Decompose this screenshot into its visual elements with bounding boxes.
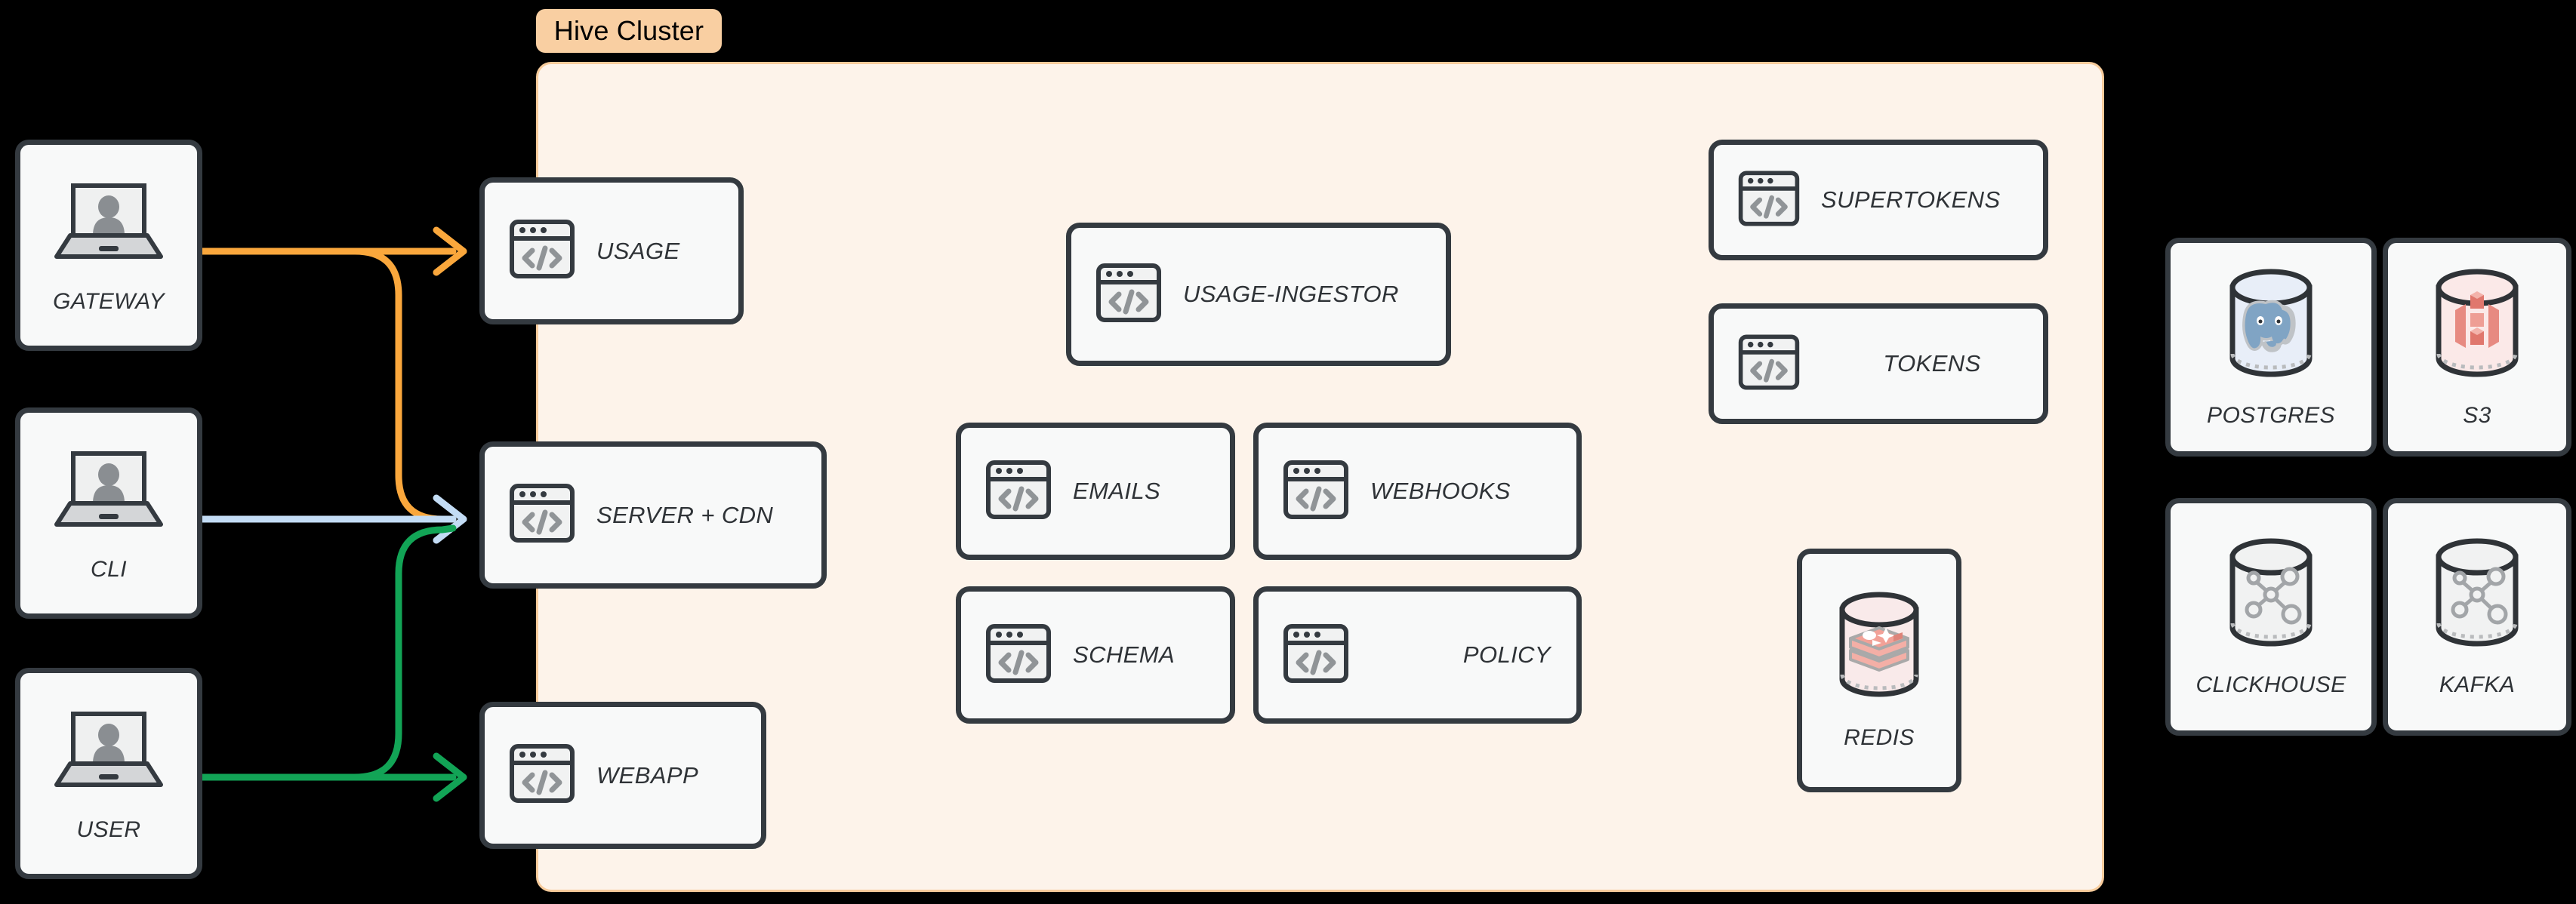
store-node-label: KAFKA — [2439, 672, 2516, 697]
service-node-policy[interactable]: POLICY — [1253, 586, 1582, 724]
code-window-icon — [507, 478, 577, 552]
laptop-user-icon — [52, 177, 165, 271]
postgres-database-icon — [2217, 266, 2325, 385]
laptop-user-icon — [52, 444, 165, 539]
client-node-label: GATEWAY — [53, 288, 165, 314]
service-node-webapp[interactable]: WEBAPP — [479, 702, 766, 849]
service-node-server-cdn[interactable]: SERVER + CDN — [479, 441, 827, 589]
service-node-label: WEBAPP — [596, 761, 699, 789]
client-node-cli[interactable]: CLI — [15, 407, 202, 619]
client-node-user[interactable]: USER — [15, 668, 202, 879]
store-node-postgres[interactable]: POSTGRES — [2165, 238, 2377, 457]
laptop-user-icon — [52, 705, 165, 799]
client-node-label: CLI — [91, 556, 127, 582]
arrowhead-user-webapp — [433, 752, 467, 802]
arrowhead-cli-server-cdn — [433, 494, 467, 544]
service-node-label: SERVER + CDN — [596, 501, 774, 528]
kafka-database-icon — [2423, 536, 2531, 654]
store-node-label: CLICKHOUSE — [2195, 672, 2346, 697]
redis-database-icon — [1829, 590, 1930, 707]
service-node-label: TOKENS — [1883, 350, 1981, 377]
code-window-icon — [1736, 330, 1801, 398]
service-node-supertokens[interactable]: SUPERTOKENS — [1709, 140, 2048, 260]
code-window-icon — [507, 214, 577, 287]
store-node-s3[interactable]: S3 — [2383, 238, 2571, 457]
wire-user-server-cdn — [351, 524, 457, 781]
store-node-kafka[interactable]: KAFKA — [2383, 498, 2571, 736]
store-node-label: POSTGRES — [2207, 402, 2335, 428]
service-node-label: POLICY — [1462, 641, 1551, 668]
s3-database-icon — [2423, 266, 2531, 385]
service-node-label: SUPERTOKENS — [1821, 186, 2001, 213]
service-node-label: EMAILS — [1073, 478, 1161, 504]
hive-cluster-label-text: Hive Cluster — [553, 15, 704, 46]
code-window-icon — [1094, 258, 1163, 331]
code-window-icon — [1281, 455, 1351, 528]
service-node-emails[interactable]: EMAILS — [956, 423, 1235, 560]
code-window-icon — [1736, 166, 1801, 235]
arrowhead-gateway-usage — [433, 226, 467, 276]
service-node-label: WEBHOOKS — [1370, 478, 1511, 504]
service-node-label: USAGE-INGESTOR — [1183, 281, 1399, 307]
store-node-label: S3 — [2463, 402, 2491, 428]
client-node-label: USER — [76, 816, 141, 842]
client-node-gateway[interactable]: GATEWAY — [15, 140, 202, 351]
code-window-icon — [1281, 619, 1351, 692]
clickhouse-database-icon — [2217, 536, 2325, 654]
store-node-label: REDIS — [1844, 725, 1915, 750]
service-node-label: USAGE — [596, 237, 680, 264]
store-node-clickhouse[interactable]: CLICKHOUSE — [2165, 498, 2377, 736]
service-node-usage[interactable]: USAGE — [479, 177, 744, 324]
service-node-schema[interactable]: SCHEMA — [956, 586, 1235, 724]
code-window-icon — [984, 455, 1053, 528]
service-node-usage-ingestor[interactable]: USAGE-INGESTOR — [1066, 223, 1451, 366]
hive-cluster-label: Hive Cluster — [536, 9, 722, 53]
service-node-tokens[interactable]: TOKENS — [1709, 303, 2048, 424]
service-node-label: SCHEMA — [1073, 641, 1176, 668]
code-window-icon — [984, 619, 1053, 692]
store-node-redis[interactable]: REDIS — [1797, 549, 1961, 792]
code-window-icon — [507, 739, 577, 812]
service-node-webhooks[interactable]: WEBHOOKS — [1253, 423, 1582, 560]
wire-gateway-server-cdn — [351, 248, 457, 523]
